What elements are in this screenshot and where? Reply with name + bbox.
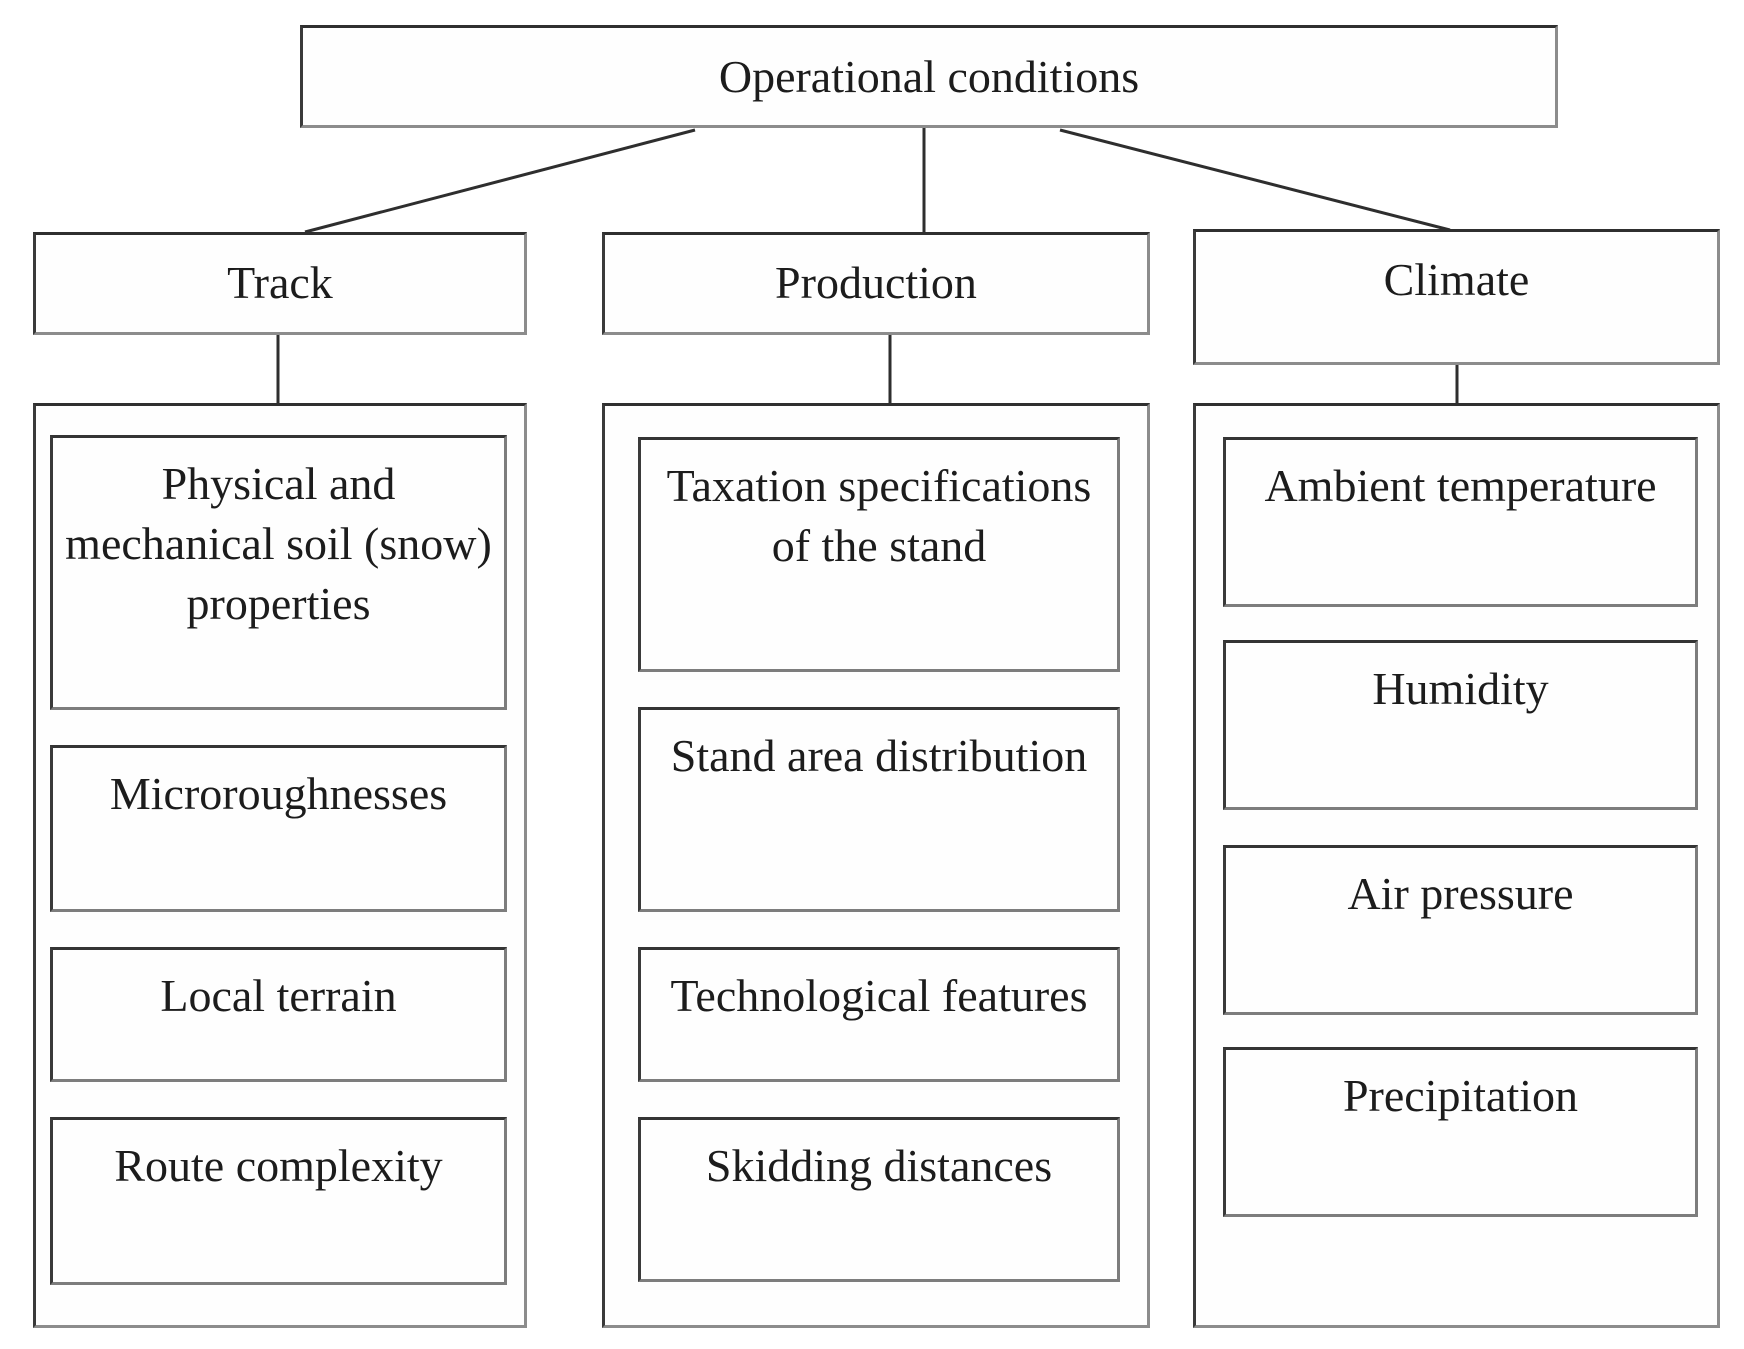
node-skidding-distances: Skidding distances <box>638 1117 1120 1282</box>
node-precipitation: Precipitation <box>1223 1047 1698 1217</box>
edge-root-climate <box>1059 128 1451 232</box>
node-taxation-specifications: Taxation specifications of the stand <box>638 437 1120 672</box>
edge-root-track <box>304 128 696 234</box>
node-route-complexity: Route complexity <box>50 1117 507 1285</box>
node-technological-features: Technological features <box>638 947 1120 1082</box>
node-stand-area-distribution: Stand area distribution <box>638 707 1120 912</box>
node-microroughnesses: Microroughnesses <box>50 745 507 912</box>
node-production: Production <box>602 232 1150 335</box>
node-physical-mechanical-soil-properties: Physical and mechanical soil (snow) prop… <box>50 435 507 710</box>
node-ambient-temperature: Ambient temperature <box>1223 437 1698 607</box>
node-operational-conditions: Operational conditions <box>300 25 1558 128</box>
node-track: Track <box>33 232 527 335</box>
node-local-terrain: Local terrain <box>50 947 507 1082</box>
node-humidity: Humidity <box>1223 640 1698 810</box>
node-air-pressure: Air pressure <box>1223 845 1698 1015</box>
node-climate: Climate <box>1193 229 1720 365</box>
